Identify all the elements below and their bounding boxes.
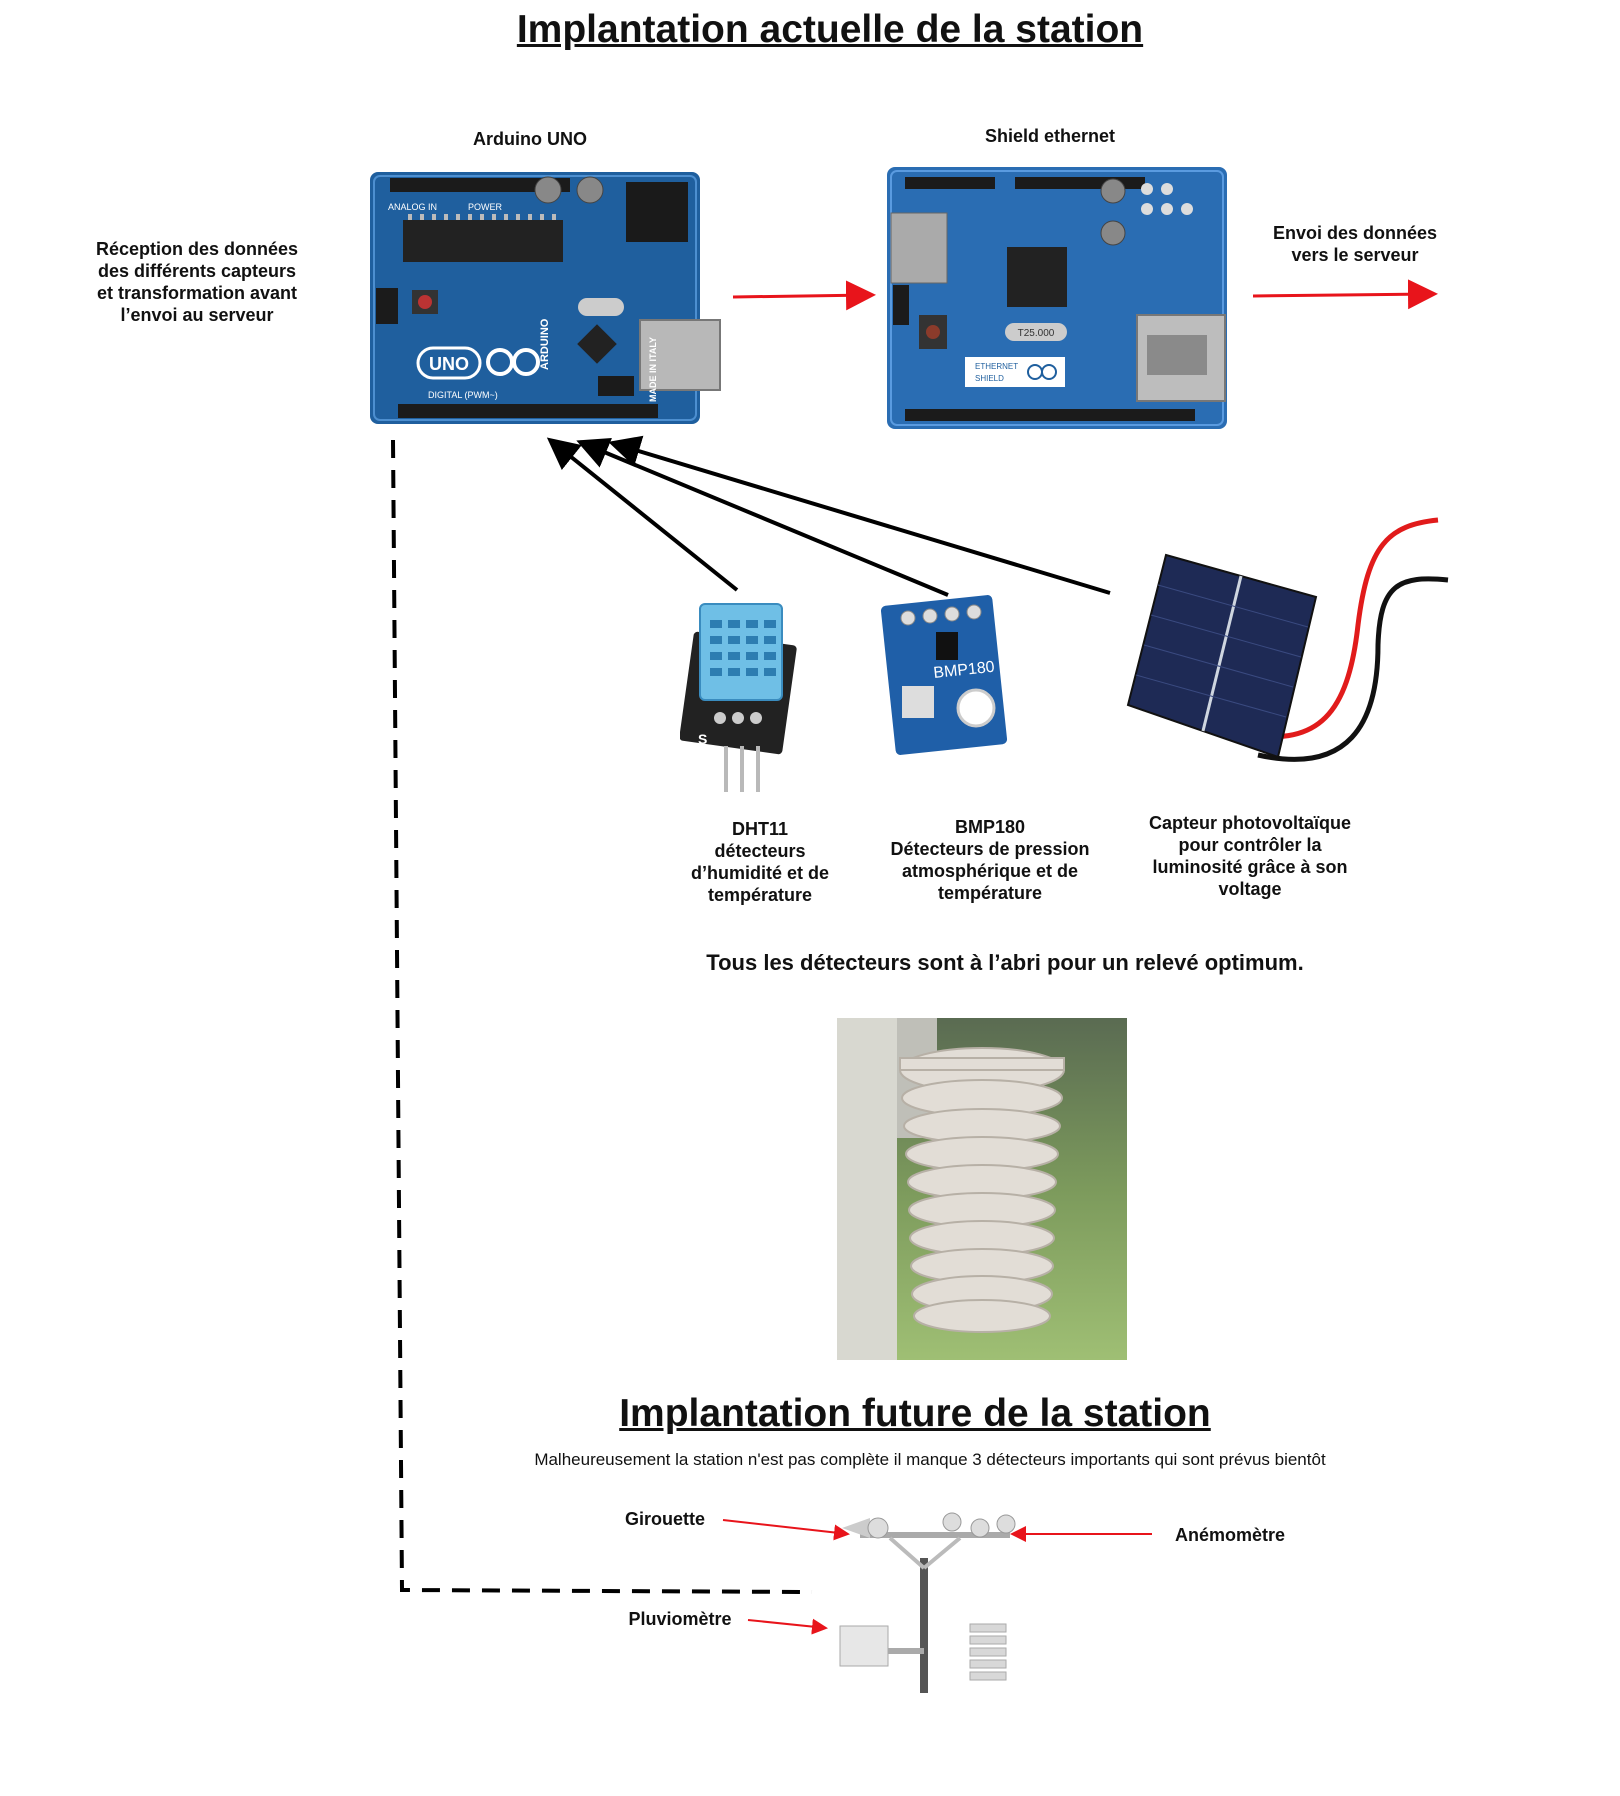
bmp180-arrow [576, 437, 949, 597]
svg-text:SHIELD: SHIELD [975, 374, 1004, 383]
dht11-s-text: S [698, 731, 707, 747]
weather-station [839, 1512, 1016, 1693]
shield-crystal-text: T25.000 [1018, 328, 1055, 339]
arduino-digital-text: DIGITAL (PWM~) [428, 390, 498, 400]
solar-panel [1126, 517, 1449, 762]
dht11-caption: DHT11 détecteurs d’humidité et de tempér… [690, 819, 829, 905]
arduino-made-text: MADE IN ITALY [648, 337, 658, 402]
bmp180-board-text: BMP180 [933, 659, 996, 682]
anemometre-label: Anémomètre [1174, 1525, 1286, 1545]
arduino-to-shield-arrow [732, 280, 876, 311]
pluviometre-label: Pluviomètre [628, 1609, 732, 1629]
pluviometre-arrow [747, 1618, 828, 1635]
solar-caption: Capteur photovoltaïque pour contrôler la… [1149, 813, 1351, 899]
shield-label: Shield ethernet [984, 126, 1116, 146]
future-subtitle: Malheureusement la station n'est pas com… [534, 1450, 1326, 1469]
arduino-description: Réception des données des différents cap… [95, 239, 299, 325]
future-title: Implantation future de la station [619, 1392, 1211, 1435]
arduino-board: UNO ARDUINO ANALOG IN POWER DIGITAL (PWM… [370, 172, 721, 424]
shield-to-server-arrow [1252, 279, 1438, 310]
page-title: Implantation actuelle de la station [516, 8, 1144, 51]
arduino-analog-text: ANALOG IN [388, 202, 437, 212]
girouette-arrow [722, 1519, 850, 1541]
radiation-shelter-photo [837, 1018, 1127, 1360]
arduino-brand-text: ARDUINO [539, 318, 551, 370]
dht11-arrow [546, 437, 739, 592]
solar-arrow [608, 435, 1111, 595]
server-label: Envoi des données vers le serveur [1272, 223, 1438, 265]
arduino-label: Arduino UNO [473, 129, 587, 149]
arduino-power-text: POWER [468, 202, 503, 212]
shield-name-text: ETHERNET [975, 362, 1018, 371]
bmp180-caption: BMP180 Détecteurs de pression atmosphéri… [890, 817, 1090, 903]
bmp180-sensor: BMP180 [880, 595, 1008, 755]
girouette-label: Girouette [624, 1509, 705, 1529]
ethernet-shield-board: T25.000 ETHERNET SHIELD [887, 167, 1227, 429]
arduino-uno-text: UNO [429, 354, 469, 374]
dht11-sensor: S [680, 603, 797, 792]
future-dashed-connector [391, 439, 813, 1594]
shelter-note: Tous les détecteurs sont à l’abri pour u… [706, 950, 1304, 975]
